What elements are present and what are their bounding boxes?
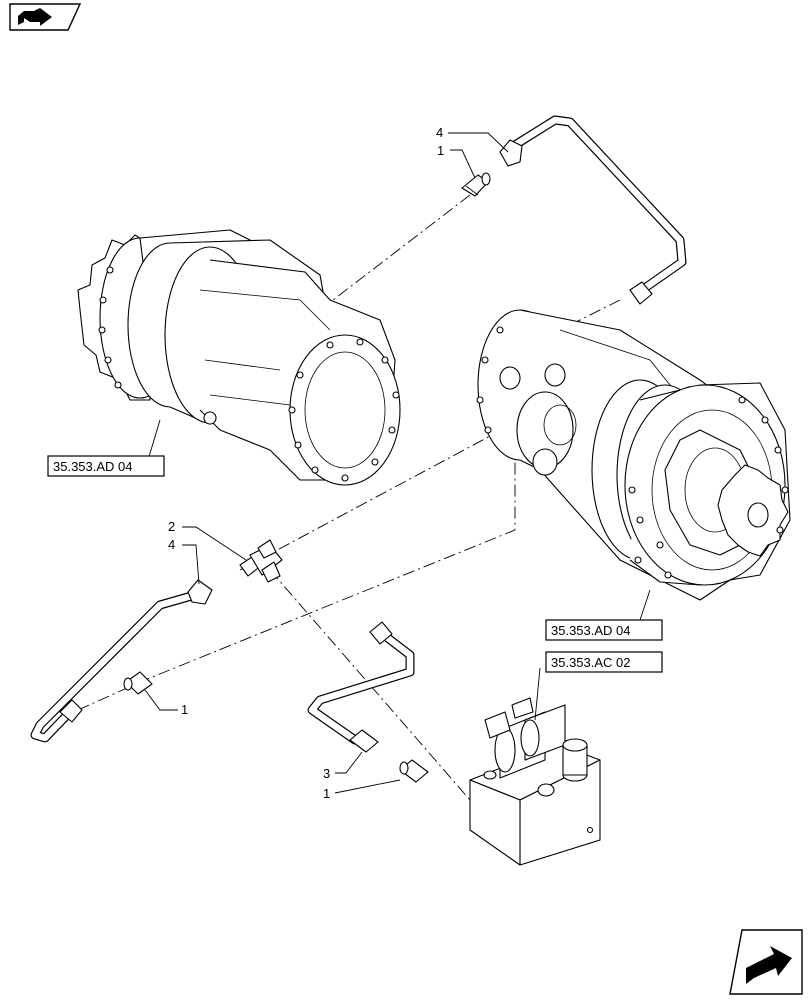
tube-bottom xyxy=(307,627,415,745)
tee-fitting xyxy=(239,539,283,583)
next-page-arrow-icon[interactable] xyxy=(729,929,803,995)
svg-text:35.353.AD 04: 35.353.AD 04 xyxy=(551,623,631,638)
tube-top xyxy=(510,115,687,295)
right-motor-tube-nut xyxy=(629,281,653,305)
svg-text:35.353.AC 02: 35.353.AC 02 xyxy=(551,655,631,670)
reference-valve-block[interactable]: 35.353.AC 02 xyxy=(545,651,663,673)
leader-lines xyxy=(144,132,651,794)
callout-left-1: 1 xyxy=(181,702,188,717)
bottom-tube-upper-nut xyxy=(369,621,393,645)
left-tube-nut xyxy=(187,579,213,605)
book-arrow-icon[interactable] xyxy=(9,3,82,31)
bottom-tube-nut xyxy=(349,729,379,753)
right-travel-motor xyxy=(476,309,791,601)
callout-left-4: 4 xyxy=(168,537,175,552)
svg-text:35.353.AD 04: 35.353.AD 04 xyxy=(53,459,133,474)
bottom-adapter-fitting xyxy=(399,759,429,783)
callout-labels: 4 1 2 4 1 3 1 xyxy=(168,125,444,801)
tube-left xyxy=(30,590,200,743)
top-adapter-fitting xyxy=(461,172,491,197)
left-adapter-fitting xyxy=(123,671,153,695)
callout-tee-2: 2 xyxy=(168,519,175,534)
reference-right-motor[interactable]: 35.353.AD 04 xyxy=(545,619,663,641)
callout-top-1: 1 xyxy=(437,143,444,158)
top-tube-nut xyxy=(499,139,523,167)
callout-bottom-3: 3 xyxy=(323,766,330,781)
valve-block xyxy=(469,697,601,866)
left-travel-motor xyxy=(77,229,401,486)
callout-top-4: 4 xyxy=(436,125,443,140)
callout-bottom-1: 1 xyxy=(323,786,330,801)
left-tube-end-nut xyxy=(59,699,83,723)
reference-left-motor[interactable]: 35.353.AD 04 xyxy=(47,455,165,477)
